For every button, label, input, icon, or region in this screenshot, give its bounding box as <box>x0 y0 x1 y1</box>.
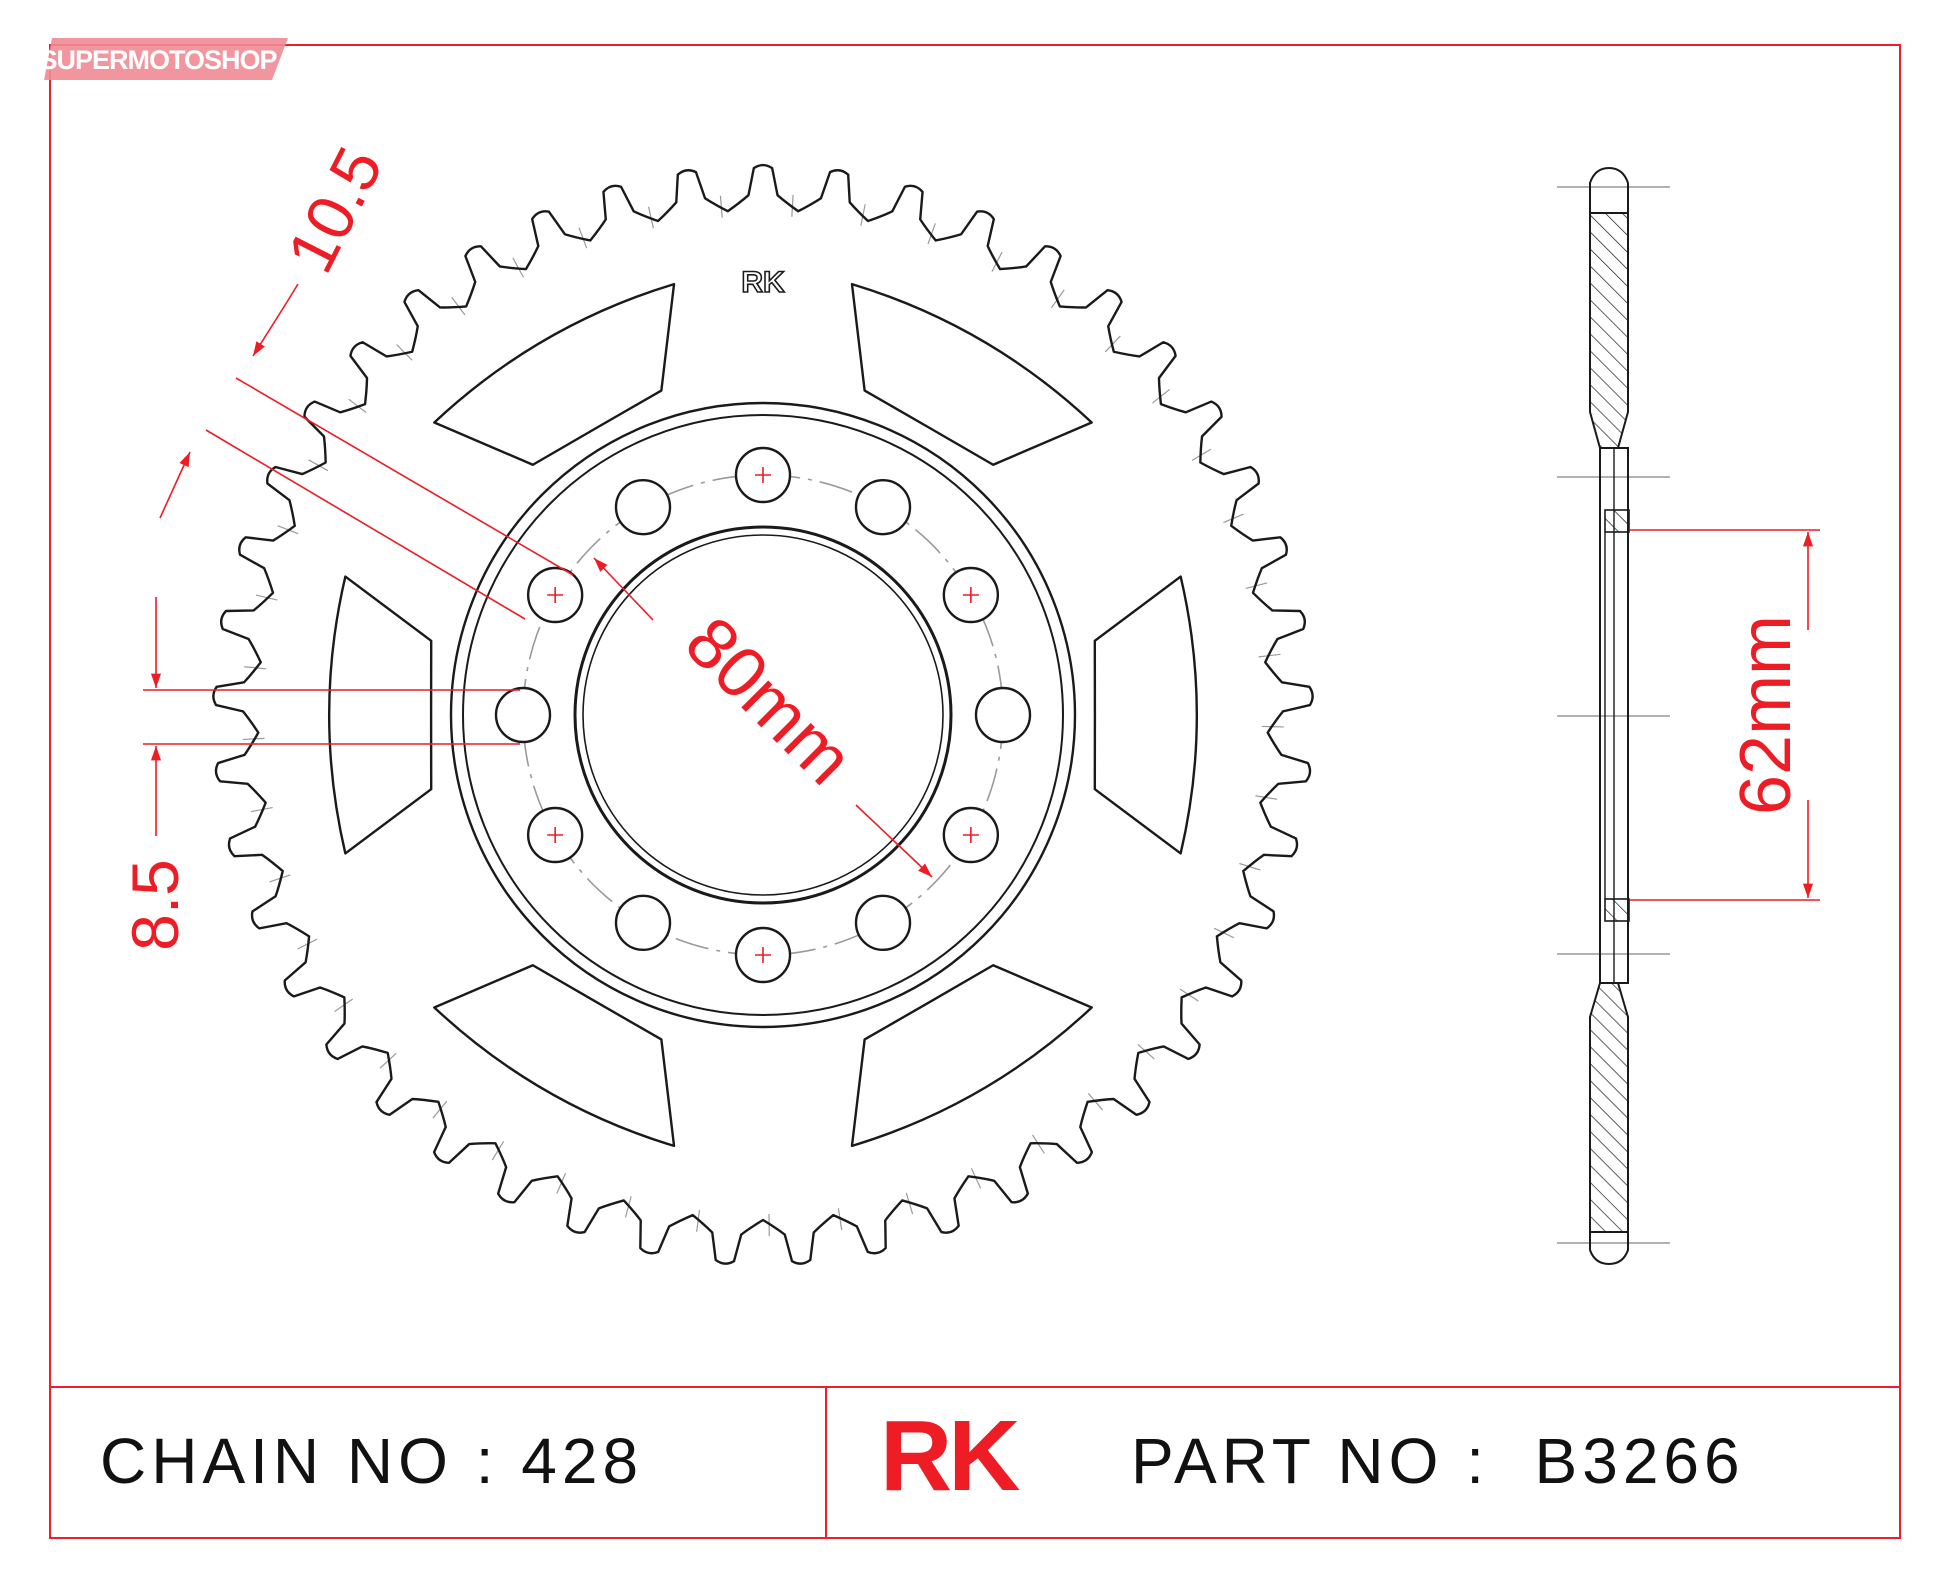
hub-inner-ring <box>462 414 1064 1016</box>
dimension-tooth-pitch-value: 10.5 <box>272 136 396 284</box>
lightening-hole <box>433 964 676 1148</box>
bolt-hole <box>854 894 912 952</box>
watermark-text: SUPERMOTOSHOP <box>39 45 277 75</box>
sprocket-side-view <box>1557 166 1670 1266</box>
center-bore-outer <box>573 525 953 905</box>
bolt-hole <box>614 894 672 952</box>
dimension-center-bore-value: 62mm <box>1726 615 1806 815</box>
drawing-frame <box>49 44 1901 1539</box>
bolt-holes <box>494 446 1032 984</box>
watermark-badge: SUPERMOTOSHOP <box>39 38 288 80</box>
dimension-bolt-circle <box>593 557 933 878</box>
part-number-label: PART NO : B3266 <box>1131 1425 1745 1497</box>
bolt-hole-center-mark <box>962 587 979 603</box>
dimension-bolt-circle-value: 80mm <box>670 602 868 800</box>
bolt-hole-center-mark <box>547 827 564 843</box>
bolt-hole <box>974 686 1032 744</box>
bolt-hole <box>614 478 672 536</box>
lightening-hole <box>850 964 1093 1148</box>
bolt-hole <box>494 686 552 744</box>
lightening-hole <box>1093 575 1198 855</box>
lightening-hole <box>328 575 433 855</box>
bolt-hole-center-mark <box>547 587 564 603</box>
bolt-hole-center-mark <box>755 947 771 963</box>
lightening-holes <box>328 282 1198 1148</box>
brand-logo: RK <box>880 1400 1020 1512</box>
dimension-center-bore <box>1630 529 1820 901</box>
bolt-hole-center-mark <box>962 827 979 843</box>
center-bore-inner <box>582 534 944 896</box>
chain-number-label: CHAIN NO : 428 <box>100 1425 643 1497</box>
dimension-hole-diameter <box>143 597 520 836</box>
sprocket-front-view: RK <box>212 163 1314 1265</box>
bolt-hole <box>854 478 912 536</box>
dimension-tooth-pitch <box>159 283 574 620</box>
brand-stamp: RK <box>741 266 785 299</box>
lightening-hole <box>433 282 676 466</box>
dimension-hole-diameter-value: 8.5 <box>118 859 192 951</box>
hub-outer-ring <box>449 401 1077 1029</box>
lightening-hole <box>850 282 1093 466</box>
sprocket-outline <box>212 163 1314 1265</box>
bolt-hole-center-mark <box>755 467 771 483</box>
